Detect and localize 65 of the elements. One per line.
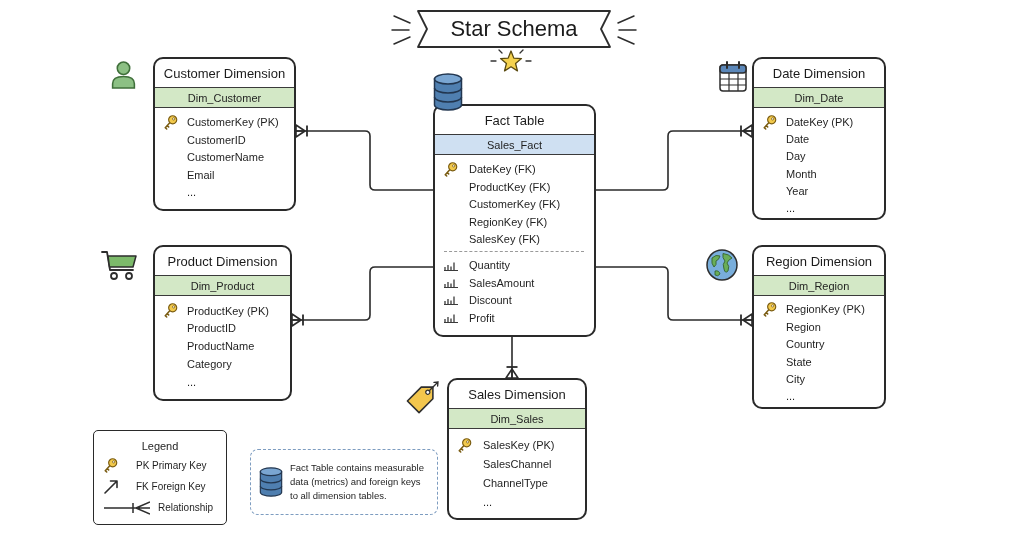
field-name: RegionKey (PK) — [786, 303, 865, 316]
field-name: Quantity — [469, 259, 510, 272]
field-name: Day — [786, 150, 806, 164]
field-name: CustomerKey (PK) — [187, 116, 279, 130]
field-name: DateKey (PK) — [786, 115, 854, 129]
field-name: Category — [187, 357, 232, 371]
table-title: Date Dimension — [772, 65, 866, 81]
table-title: Sales Dimension — [468, 386, 566, 402]
diagram-title: Star Schema — [450, 16, 578, 42]
field-name: DateKey (FK) — [469, 163, 536, 176]
relationship-line — [595, 124, 753, 191]
relationship-line — [291, 266, 434, 327]
table-title: Product Dimension — [167, 253, 278, 269]
field-name: CustomerKey (FK) — [469, 198, 561, 211]
legend-text: PK Primary Key — [136, 460, 207, 471]
fact-table — [433, 104, 596, 337]
field-name: SalesKey (PK) — [483, 438, 555, 452]
field-name: CustomerName — [187, 151, 265, 165]
field-name: SalesKey (FK) — [469, 232, 540, 246]
field-name: ChannelType — [483, 476, 548, 490]
table-name-header: Dim_Customer — [155, 87, 294, 108]
dimension-table — [752, 57, 886, 220]
table-name-header: Dim_Sales — [449, 408, 585, 429]
field-name: ... — [187, 375, 197, 389]
field-name: ... — [786, 390, 796, 403]
field-name: ... — [786, 202, 796, 215]
table-title: Region Dimension — [765, 253, 873, 269]
dimension-table — [752, 245, 886, 409]
table-name-header: Dim_Region — [754, 275, 884, 296]
table-name-header: Dim_Product — [155, 275, 290, 296]
field-name: Country — [786, 338, 825, 351]
relationship-line — [595, 266, 753, 327]
field-name: Profit — [469, 311, 495, 325]
field-name: ... — [483, 495, 493, 509]
field-name: CustomerID — [187, 133, 246, 147]
field-name: Month — [786, 167, 817, 181]
relationship-line — [505, 336, 519, 379]
field-name: RegionKey (FK) — [469, 215, 548, 229]
field-name: ProductName — [187, 340, 255, 353]
table-title: Customer Dimension — [163, 65, 286, 81]
field-name: State — [786, 355, 812, 369]
dimension-table — [153, 245, 292, 401]
field-name: Email — [187, 168, 215, 182]
table-name-header: Dim_Date — [754, 87, 884, 108]
legend-title: Legend — [141, 440, 179, 452]
field-name: ... — [187, 186, 197, 200]
dimension-table — [447, 378, 587, 520]
legend-text: Relationship — [158, 502, 214, 513]
legend-text: FK Foreign Key — [136, 481, 206, 492]
field-name: Region — [786, 320, 821, 334]
note-box — [250, 449, 438, 515]
field-name: City — [786, 372, 805, 386]
field-name: Date — [786, 133, 810, 146]
table-name-header: Sales_Fact — [435, 134, 594, 155]
field-name: ProductKey (FK) — [469, 180, 551, 194]
field-name: SalesAmount — [469, 276, 535, 290]
field-name: ProductKey (PK) — [187, 304, 269, 318]
table-title: Fact Table — [484, 112, 545, 128]
field-name: SalesChannel — [483, 457, 552, 471]
relationship-line — [295, 124, 434, 191]
field-name: Year — [786, 185, 809, 198]
dimension-table — [153, 57, 296, 211]
note-text: Fact Table contains measurable data (metrics) and foreign keys to all dimension tables. — [290, 460, 425, 504]
field-name: ProductID — [187, 322, 236, 335]
field-name: Discount — [469, 294, 512, 307]
